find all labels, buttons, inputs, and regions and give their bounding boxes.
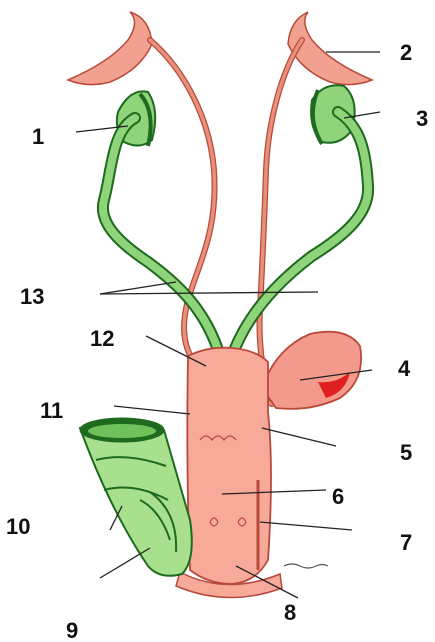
label-3: 3 — [416, 106, 428, 131]
label-2: 2 — [400, 40, 412, 65]
label-13: 13 — [20, 284, 44, 309]
label-1: 1 — [32, 124, 44, 149]
left-kidney-segment — [68, 12, 152, 85]
seminal-vesicle — [262, 332, 361, 409]
label-5: 5 — [400, 440, 412, 465]
left-vas-deferens-fill — [103, 118, 220, 356]
label-12: 12 — [90, 326, 114, 351]
corpus-opening-inner — [88, 424, 156, 438]
label-10: 10 — [6, 514, 30, 539]
label-4: 4 — [398, 356, 411, 381]
label-11: 11 — [40, 398, 63, 423]
label-7: 7 — [400, 530, 412, 555]
label-8: 8 — [284, 600, 296, 625]
small-filaments — [284, 564, 328, 568]
right-vas-deferens-fill — [232, 112, 368, 356]
right-kidney-segment — [288, 12, 372, 85]
corpus-segment — [80, 422, 192, 575]
label-9: 9 — [66, 618, 78, 642]
label-6: 6 — [332, 484, 344, 509]
